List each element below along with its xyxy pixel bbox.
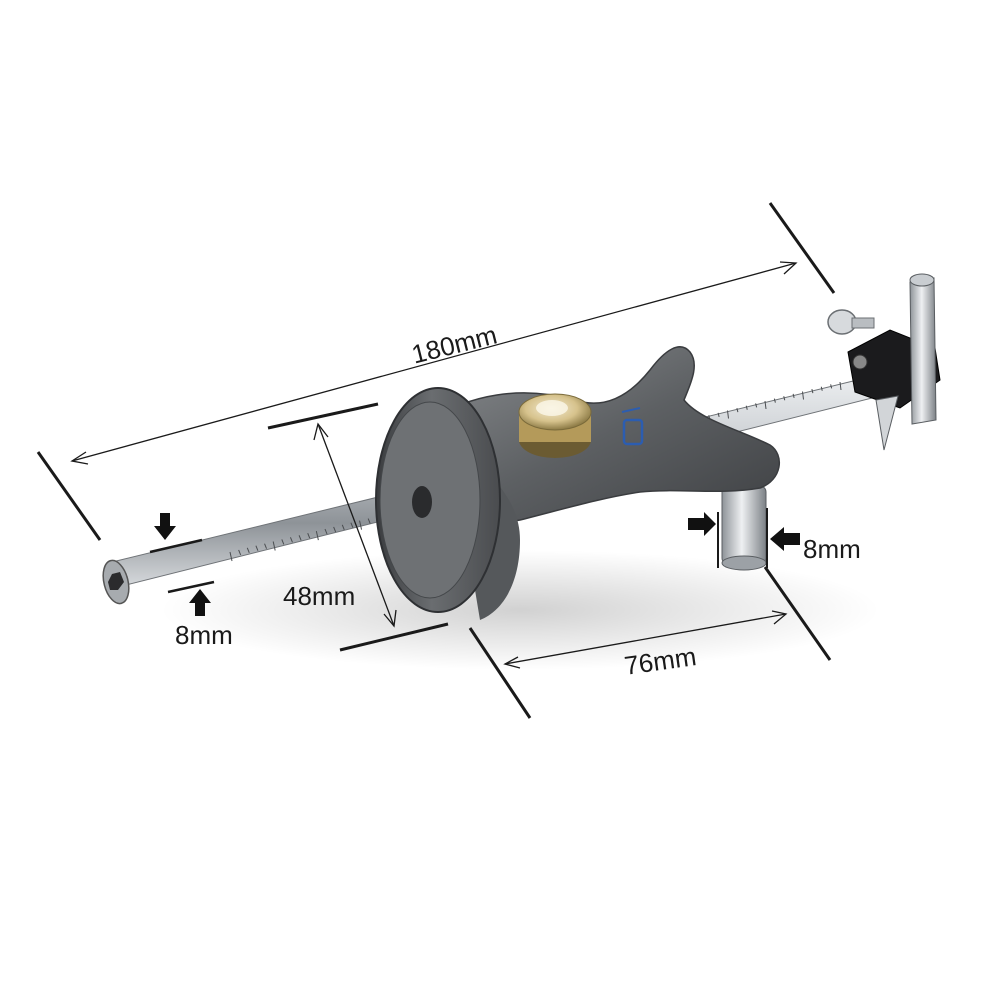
scale-tick — [764, 400, 767, 410]
dimension-label-rod: 8mm — [175, 620, 233, 650]
scale-tick — [802, 391, 804, 400]
dimension-annotations — [36, 202, 836, 719]
scale-tick — [315, 530, 319, 541]
scale-tick — [350, 522, 354, 528]
scale-tick — [264, 543, 268, 549]
arrow-icon — [189, 589, 211, 616]
fence-disc — [375, 387, 520, 620]
dimension-line-base — [504, 613, 787, 665]
pin-post — [721, 485, 767, 571]
extension-line — [468, 627, 532, 719]
hex-socket-icon — [108, 572, 124, 590]
scale-tick — [229, 551, 233, 562]
scale-tick — [820, 386, 823, 391]
scale-tick — [246, 547, 250, 554]
scale-tick — [341, 524, 345, 531]
scale-tick — [839, 381, 842, 391]
gauge-body — [429, 346, 780, 524]
dimension-line-height — [317, 423, 395, 627]
scale-tick — [717, 412, 720, 417]
scale-tick — [783, 396, 786, 401]
scale-tick — [773, 398, 776, 403]
extension-line — [36, 451, 102, 541]
scale-tick — [727, 410, 729, 419]
scale-tick — [811, 389, 814, 394]
arrow-icon — [154, 513, 176, 540]
scale-tick — [736, 408, 739, 413]
cutter-assembly — [827, 273, 941, 451]
extension-line — [768, 202, 836, 294]
scale-tick — [272, 541, 276, 551]
extension-line — [339, 622, 449, 652]
scale-tick — [255, 545, 259, 551]
scale-tick — [755, 403, 758, 408]
brand-logo-icon — [622, 418, 644, 446]
scale-tick — [367, 518, 371, 524]
floor-shadow — [160, 550, 880, 670]
scale-tick — [792, 393, 795, 398]
scale-tick — [281, 539, 285, 545]
scale-tick — [289, 537, 293, 543]
extension-line — [267, 402, 379, 430]
locking-knob — [518, 393, 592, 458]
arrow-icon — [688, 512, 716, 536]
scale-tick — [298, 535, 302, 541]
scale-tick — [830, 384, 833, 389]
dimension-label-pin: 8mm — [803, 534, 861, 564]
dimension-label-length: 180mm — [409, 319, 500, 369]
dimension-line-length — [71, 262, 797, 462]
scale-tick — [745, 405, 748, 410]
extension-line — [763, 566, 832, 661]
arrow-icon — [770, 527, 800, 551]
dimension-label-height: 48mm — [283, 581, 355, 611]
scale-tick — [359, 520, 363, 530]
scale-tick — [238, 549, 242, 556]
scale-tick — [333, 526, 337, 533]
scale-tick — [324, 528, 328, 535]
scale-tick — [307, 532, 311, 539]
cutter-blade — [875, 395, 899, 451]
